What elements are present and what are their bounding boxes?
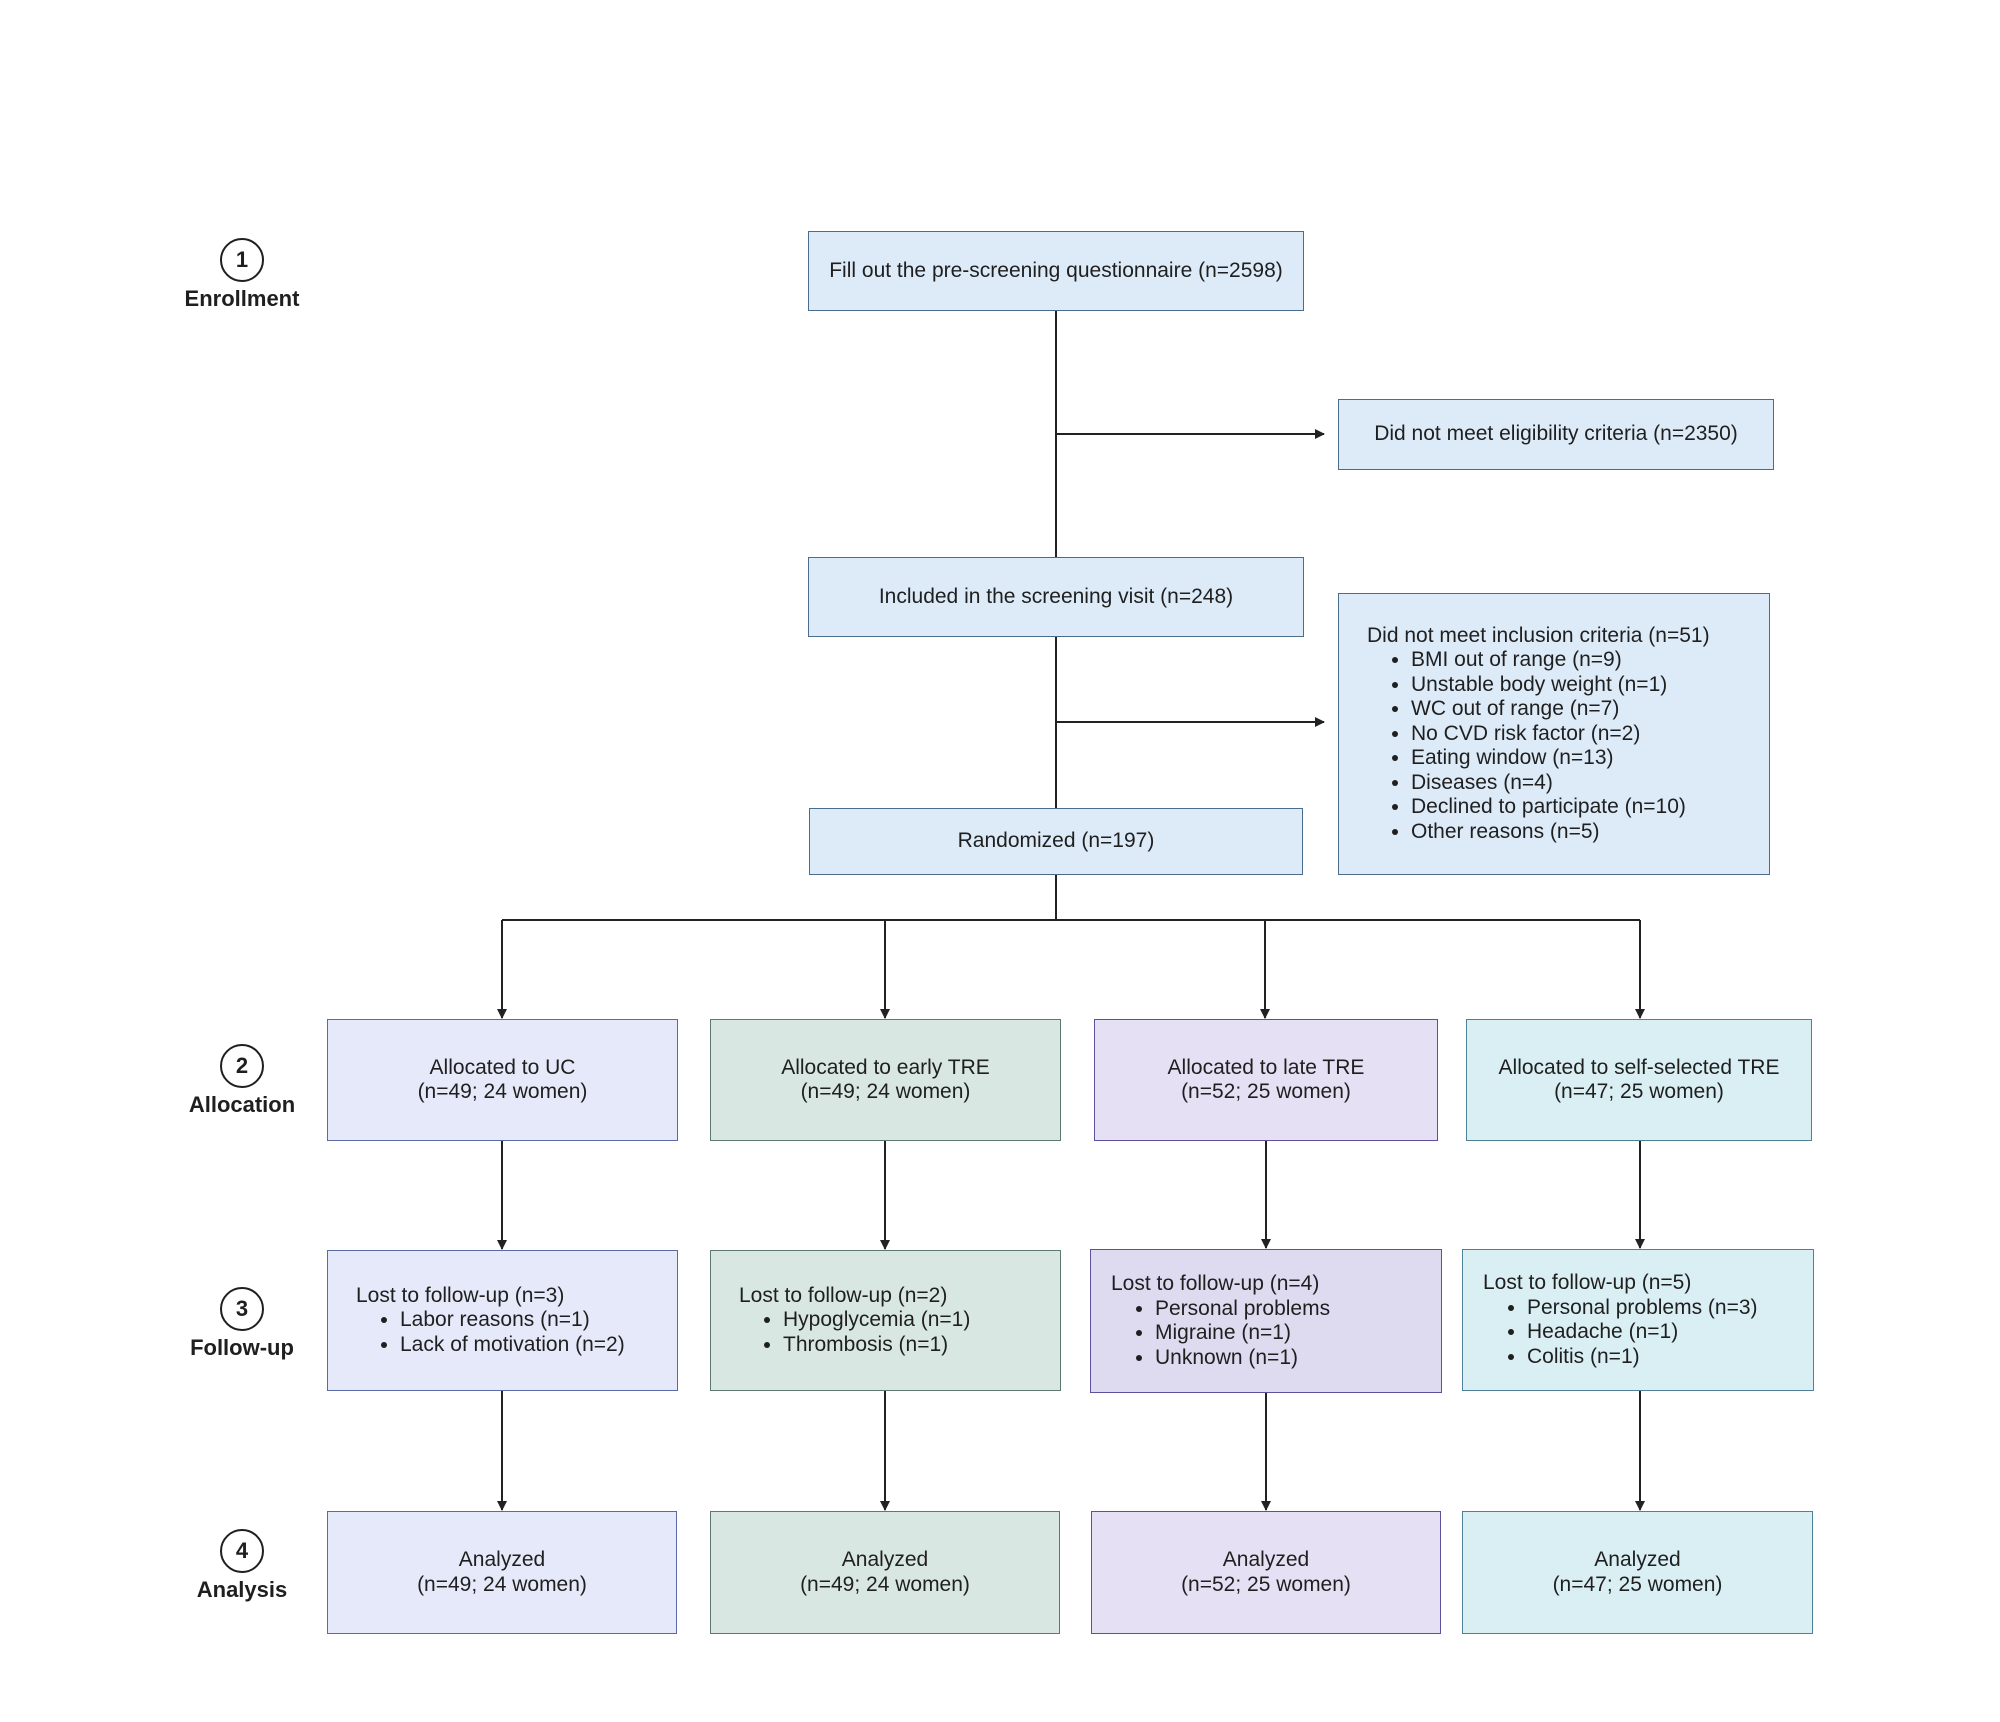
analyzed-early-count: (n=49; 24 women) (800, 1572, 970, 1596)
allocated-uc-title: Allocated to UC (429, 1055, 576, 1079)
screening-visit-text: Included in the screening visit (n=248) (878, 584, 1234, 608)
analyzed-uc-title: Analyzed (458, 1548, 546, 1571)
analyzed-late-count: (n=52; 25 women) (1181, 1572, 1351, 1596)
allocated-early-title: Allocated to early TRE (781, 1055, 990, 1079)
exclusion-box: Did not meet inclusion criteria (n=51) B… (1338, 593, 1770, 875)
stage-label: Allocation (188, 1092, 296, 1117)
randomized-text: Randomized (n=197) (957, 829, 1155, 853)
lost-self-list: Personal problems (n=3) Headache (n=1) C… (1483, 1296, 1813, 1370)
prescreen-box: Fill out the pre-screening questionnaire… (808, 231, 1304, 311)
lost-early-title: Lost to follow-up (n=2) (739, 1283, 948, 1307)
stage-analysis: 4 Analysis (162, 1529, 322, 1603)
list-item: No CVD risk factor (n=2) (1411, 722, 1769, 747)
lost-early-box: Lost to follow-up (n=2) Hypoglycemia (n=… (710, 1250, 1061, 1391)
analyzed-self-box: Analyzed (n=47; 25 women) (1462, 1511, 1813, 1634)
exclusion-title: Did not meet inclusion criteria (n=51) (1367, 623, 1710, 647)
list-item: Migraine (n=1) (1155, 1321, 1441, 1346)
analyzed-uc-count: (n=49; 24 women) (417, 1572, 587, 1596)
list-item: Personal problems (n=3) (1527, 1296, 1813, 1321)
list-item: Declined to participate (n=10) (1411, 795, 1769, 820)
list-item: Other reasons (n=5) (1411, 820, 1769, 845)
lost-late-title: Lost to follow-up (n=4) (1111, 1272, 1320, 1295)
allocated-late-box: Allocated to late TRE (n=52; 25 women) (1094, 1019, 1438, 1141)
lost-late-box: Lost to follow-up (n=4) Personal problem… (1090, 1249, 1442, 1393)
list-item: Diseases (n=4) (1411, 771, 1769, 796)
stage-number: 4 (220, 1529, 264, 1573)
lost-self-title: Lost to follow-up (n=5) (1483, 1271, 1692, 1294)
allocated-self-count: (n=47; 25 women) (1554, 1080, 1724, 1103)
lost-uc-box: Lost to follow-up (n=3) Labor reasons (n… (327, 1250, 678, 1391)
prescreen-text: Fill out the pre-screening questionnaire… (829, 258, 1283, 282)
allocated-self-box: Allocated to self-selected TRE (n=47; 25… (1466, 1019, 1812, 1141)
stage-follow-up: 3 Follow-up (162, 1287, 322, 1361)
list-item: Unstable body weight (n=1) (1411, 673, 1769, 698)
lost-early-list: Hypoglycemia (n=1) Thrombosis (n=1) (739, 1308, 1060, 1357)
lost-uc-list: Labor reasons (n=1) Lack of motivation (… (356, 1308, 677, 1357)
stage-enrollment: 1 Enrollment (162, 238, 322, 312)
lost-late-list: Personal problems Migraine (n=1) Unknown… (1111, 1297, 1441, 1371)
lost-self-box: Lost to follow-up (n=5) Personal problem… (1462, 1249, 1814, 1391)
screening-visit-box: Included in the screening visit (n=248) (808, 557, 1304, 637)
analyzed-self-title: Analyzed (1594, 1548, 1681, 1571)
analyzed-early-title: Analyzed (841, 1548, 929, 1571)
stage-label: Enrollment (184, 286, 300, 311)
list-item: Lack of motivation (n=2) (400, 1333, 677, 1358)
analyzed-uc-box: Analyzed (n=49; 24 women) (327, 1511, 677, 1634)
stage-label: Follow-up (190, 1335, 294, 1360)
exclusion-list: BMI out of range (n=9) Unstable body wei… (1367, 648, 1769, 844)
allocated-late-title: Allocated to late TRE (1167, 1055, 1365, 1079)
list-item: Thrombosis (n=1) (783, 1333, 1060, 1358)
allocated-early-box: Allocated to early TRE (n=49; 24 women) (710, 1019, 1061, 1141)
allocated-uc-box: Allocated to UC (n=49; 24 women) (327, 1019, 678, 1141)
list-item: Headache (n=1) (1527, 1320, 1813, 1345)
list-item: BMI out of range (n=9) (1411, 648, 1769, 673)
analyzed-late-title: Analyzed (1222, 1548, 1310, 1571)
not-eligible-box: Did not meet eligibility criteria (n=235… (1338, 399, 1774, 470)
allocated-early-count: (n=49; 24 women) (800, 1080, 971, 1103)
list-item: Eating window (n=13) (1411, 746, 1769, 771)
not-eligible-text: Did not meet eligibility criteria (n=235… (1374, 422, 1738, 446)
stage-number: 3 (220, 1287, 264, 1331)
stage-number: 2 (220, 1044, 264, 1088)
list-item: Labor reasons (n=1) (400, 1308, 677, 1333)
list-item: Hypoglycemia (n=1) (783, 1308, 1060, 1333)
randomized-box: Randomized (n=197) (809, 808, 1303, 875)
stage-number: 1 (220, 238, 264, 282)
analyzed-early-box: Analyzed (n=49; 24 women) (710, 1511, 1060, 1634)
analyzed-late-box: Analyzed (n=52; 25 women) (1091, 1511, 1441, 1634)
list-item: Personal problems (1155, 1297, 1441, 1322)
list-item: WC out of range (n=7) (1411, 697, 1769, 722)
stage-label: Analysis (196, 1577, 288, 1602)
list-item: Colitis (n=1) (1527, 1345, 1813, 1370)
allocated-uc-count: (n=49; 24 women) (417, 1080, 588, 1103)
allocated-self-title: Allocated to self-selected TRE (1498, 1055, 1780, 1079)
stage-allocation: 2 Allocation (162, 1044, 322, 1118)
lost-uc-title: Lost to follow-up (n=3) (356, 1283, 565, 1307)
list-item: Unknown (n=1) (1155, 1346, 1441, 1371)
allocated-late-count: (n=52; 25 women) (1181, 1080, 1351, 1103)
analyzed-self-count: (n=47; 25 women) (1552, 1572, 1723, 1596)
